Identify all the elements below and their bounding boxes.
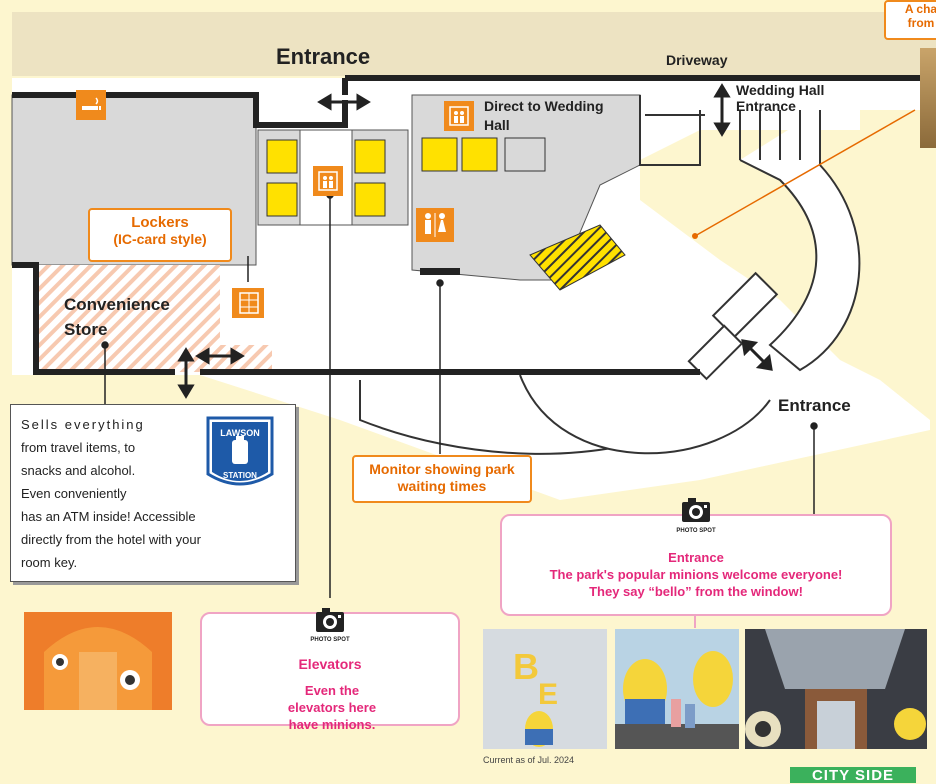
elevator-icon [313, 166, 343, 196]
store-info-line-3: snacks and alcohol. [21, 463, 136, 478]
store-info-line-2: from travel items, to [21, 440, 136, 455]
top-right-tab: A cha from [884, 0, 936, 40]
entrance-callout-title: Entrance [668, 550, 724, 565]
entrance-photo-3 [745, 629, 927, 749]
store-info-line-6: directly from the hotel with your [21, 532, 201, 547]
top-right-photo [920, 48, 936, 148]
elevator-photo [24, 612, 172, 710]
entrance-callout: Entrance The park's popular minions welc… [500, 514, 892, 616]
entrance-photo-2 [615, 629, 739, 749]
entrance-top-label: Entrance [276, 44, 371, 69]
store-info-line-5: has an ATM inside! Accessible [21, 509, 196, 524]
monitor-label: Monitor showing park waiting times [352, 455, 532, 503]
photo-spot-label: PHOTO SPOT [310, 637, 350, 643]
city-side-badge: CITY SIDE [790, 767, 916, 784]
camera-icon [314, 604, 346, 636]
lockers-subtitle: (IC-card style) [113, 231, 207, 247]
elevators-title: Elevators [298, 656, 362, 672]
elevator-icon-wedding [444, 101, 474, 131]
direct-to-wedding-hall-label: Direct to Wedding Hall [484, 98, 604, 133]
entrance-callout-line-2: They say “bello” from the window! [589, 584, 803, 599]
store-info-line-7: room key. [21, 555, 78, 570]
photo-spot-label-entrance: PHOTO SPOT [676, 528, 716, 534]
lockers-label: Lockers (IC-card style) [88, 208, 232, 262]
lawson-logo-bottom: STATION [223, 471, 257, 480]
current-as-of: Current as of Jul. 2024 [483, 755, 575, 765]
entrance-photo-1: B E [483, 629, 607, 749]
camera-icon-entrance [680, 494, 712, 526]
smoking-icon [76, 90, 106, 120]
lockers-title: Lockers [131, 214, 189, 231]
tab-line-1: A cha [904, 2, 936, 16]
tab-line-2: from [907, 16, 935, 30]
locker-icon [232, 288, 264, 318]
restroom-icon [416, 208, 454, 242]
entrance-callout-line-1: The park's popular minions welcome every… [549, 567, 843, 582]
driveway-label: Driveway [666, 52, 728, 68]
elevators-desc: Even the elevators here have minions. [287, 683, 377, 732]
lawson-logo-top: LAWSON [220, 428, 260, 438]
entrance-right-label: Entrance [778, 396, 851, 415]
store-info-line-1: Sells everything [21, 417, 145, 432]
wedding-hall-entrance-label: Wedding Hall Entrance [736, 82, 825, 114]
elevators-callout: Elevators Even the elevators here have m… [200, 612, 460, 732]
lawson-logo: LAWSON STATION [202, 414, 278, 494]
store-info-line-4: Even conveniently [21, 486, 127, 501]
svg-text:E: E [538, 678, 558, 711]
svg-text:B: B [513, 646, 539, 687]
convenience-store-label: Convenience Store [64, 295, 170, 339]
